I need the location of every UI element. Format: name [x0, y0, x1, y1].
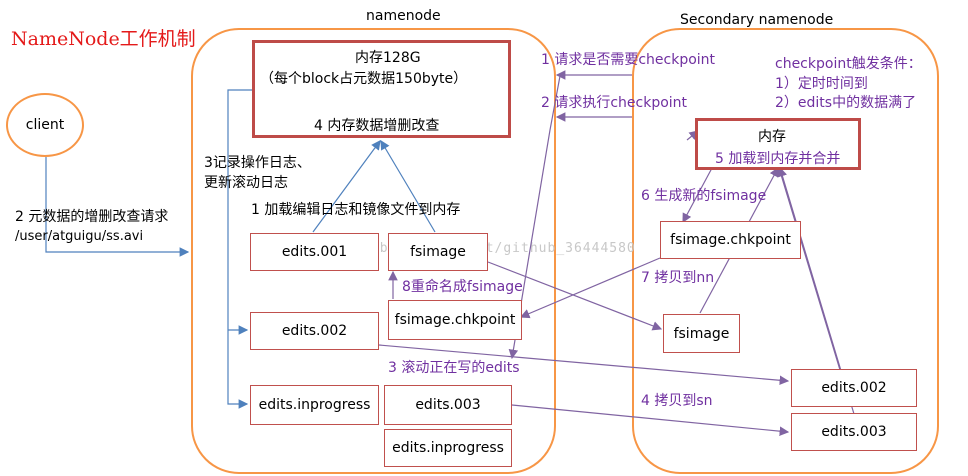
memory-per-block: （每个block占元数据150byte） — [260, 71, 468, 87]
arrow-edits001-to-memory — [312, 140, 381, 233]
secondary-namenode-label: Secondary namenode — [680, 12, 834, 28]
sn-memory-label: 内存 — [758, 129, 786, 145]
arrow-chkpoint-to-nn — [519, 257, 661, 319]
sn-merge-label: 5 加载到内存并合并 — [715, 151, 841, 167]
nn-edits002: edits.002 — [250, 312, 379, 350]
memory-crud: 4 内存数据增删改查 — [314, 118, 440, 134]
sn-memory-box: 内存 5 加载到内存并合并 — [695, 118, 861, 170]
namenode-memory-box: 内存128G （每个block占元数据150byte） 4 内存数据增删改查 — [252, 40, 511, 138]
sn-fsimage-chkpoint: fsimage.chkpoint — [660, 221, 801, 259]
sn-edits002: edits.002 — [791, 369, 917, 407]
checkpoint-trigger-1: 1）定时时间到 — [775, 76, 868, 92]
sn-step2-label: 2 请求执行checkpoint — [541, 95, 688, 111]
diagram-title: NameNode工作机制 — [11, 28, 196, 50]
arrow-fsimage-to-sn — [487, 261, 663, 331]
client-label: client — [25, 117, 65, 133]
sn-step6-label: 6 生成新的fsimage — [641, 188, 767, 204]
step8-rename-label: 8重命名成fsimage — [402, 279, 523, 295]
arrow-log-path — [227, 89, 252, 409]
namenode-container — [191, 28, 556, 474]
sn-step7-label: 7 拷贝到nn — [641, 270, 715, 286]
arrow-edits003-to-sn — [511, 404, 790, 436]
namenode-label-top: namenode — [366, 8, 441, 24]
nn-edits001: edits.001 — [250, 233, 379, 271]
checkpoint-trigger-title: checkpoint触发条件： — [775, 56, 922, 72]
sn-step4-label: 4 拷贝到sn — [641, 393, 713, 409]
client-node: client — [6, 93, 84, 157]
checkpoint-trigger-2: 2）edits中的数据满了 — [775, 95, 917, 111]
sn-step1-label: 1 请求是否需要checkpoint — [541, 52, 716, 68]
arrow-roll-edits — [508, 75, 561, 360]
arrow-edits002-to-memory-sn — [776, 166, 841, 371]
nn-fsimage: fsimage — [388, 233, 488, 271]
client-request-path: /user/atguigu/ss.avi — [15, 229, 144, 244]
arrow-memory-to-chkpoint — [682, 167, 713, 224]
arrow-edits002-to-sn — [378, 344, 790, 386]
arrow-client-request — [45, 157, 190, 257]
secondary-namenode-container — [632, 28, 939, 474]
client-request-label: 2 元数据的增删改查请求 — [15, 209, 169, 225]
nn-edits-inprogress-right: edits.inprogress — [384, 429, 512, 467]
nn-fsimage-chkpoint: fsimage.chkpoint — [388, 300, 522, 340]
memory-size: 内存128G — [355, 50, 421, 66]
arrow-fsimage-to-memory — [380, 139, 436, 233]
step3-roll-label: 3 滚动正在写的edits — [388, 360, 520, 376]
step1-load-label: 1 加载编辑日志和镜像文件到内存 — [251, 202, 461, 218]
nn-edits003: edits.003 — [384, 385, 512, 425]
step3-log-label-1: 3记录操作日志、 — [204, 155, 311, 171]
nn-edits-inprogress-left: edits.inprogress — [250, 385, 379, 425]
sn-edits003: edits.003 — [791, 413, 917, 451]
step3-log-label-2: 更新滚动日志 — [204, 175, 288, 191]
sn-fsimage: fsimage — [663, 314, 740, 353]
